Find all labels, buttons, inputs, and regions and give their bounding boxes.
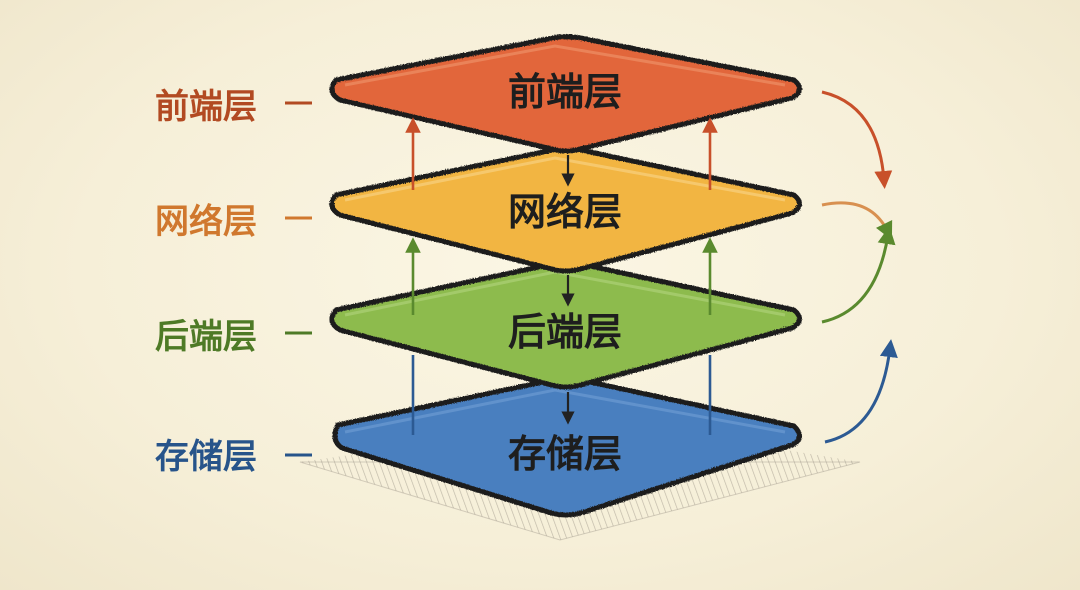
side-label-storage: 存储层 (155, 437, 257, 477)
layer-frontend: 前端层 (329, 34, 802, 154)
curved-arrow-icon (824, 339, 898, 444)
curved-arrows (821, 90, 898, 444)
layer-network: 网络层 (329, 146, 802, 274)
curved-arrow-icon (821, 201, 893, 241)
side-label-network: 网络层 (155, 202, 257, 242)
layer-label-network: 网络层 (508, 190, 622, 234)
curved-arrow-icon (821, 226, 896, 324)
side-label-backend: 后端层 (155, 317, 257, 357)
layer-label-frontend: 前端层 (508, 70, 622, 114)
side-label-frontend: 前端层 (155, 87, 257, 127)
side-labels: 前端层 网络层 后端层 存储层 (155, 87, 312, 477)
layer-backend: 后端层 (329, 260, 802, 390)
up-arrows (405, 117, 718, 435)
curved-arrow-icon (821, 90, 893, 189)
layer-label-storage: 存储层 (508, 432, 622, 476)
layer-label-backend: 后端层 (508, 310, 622, 354)
